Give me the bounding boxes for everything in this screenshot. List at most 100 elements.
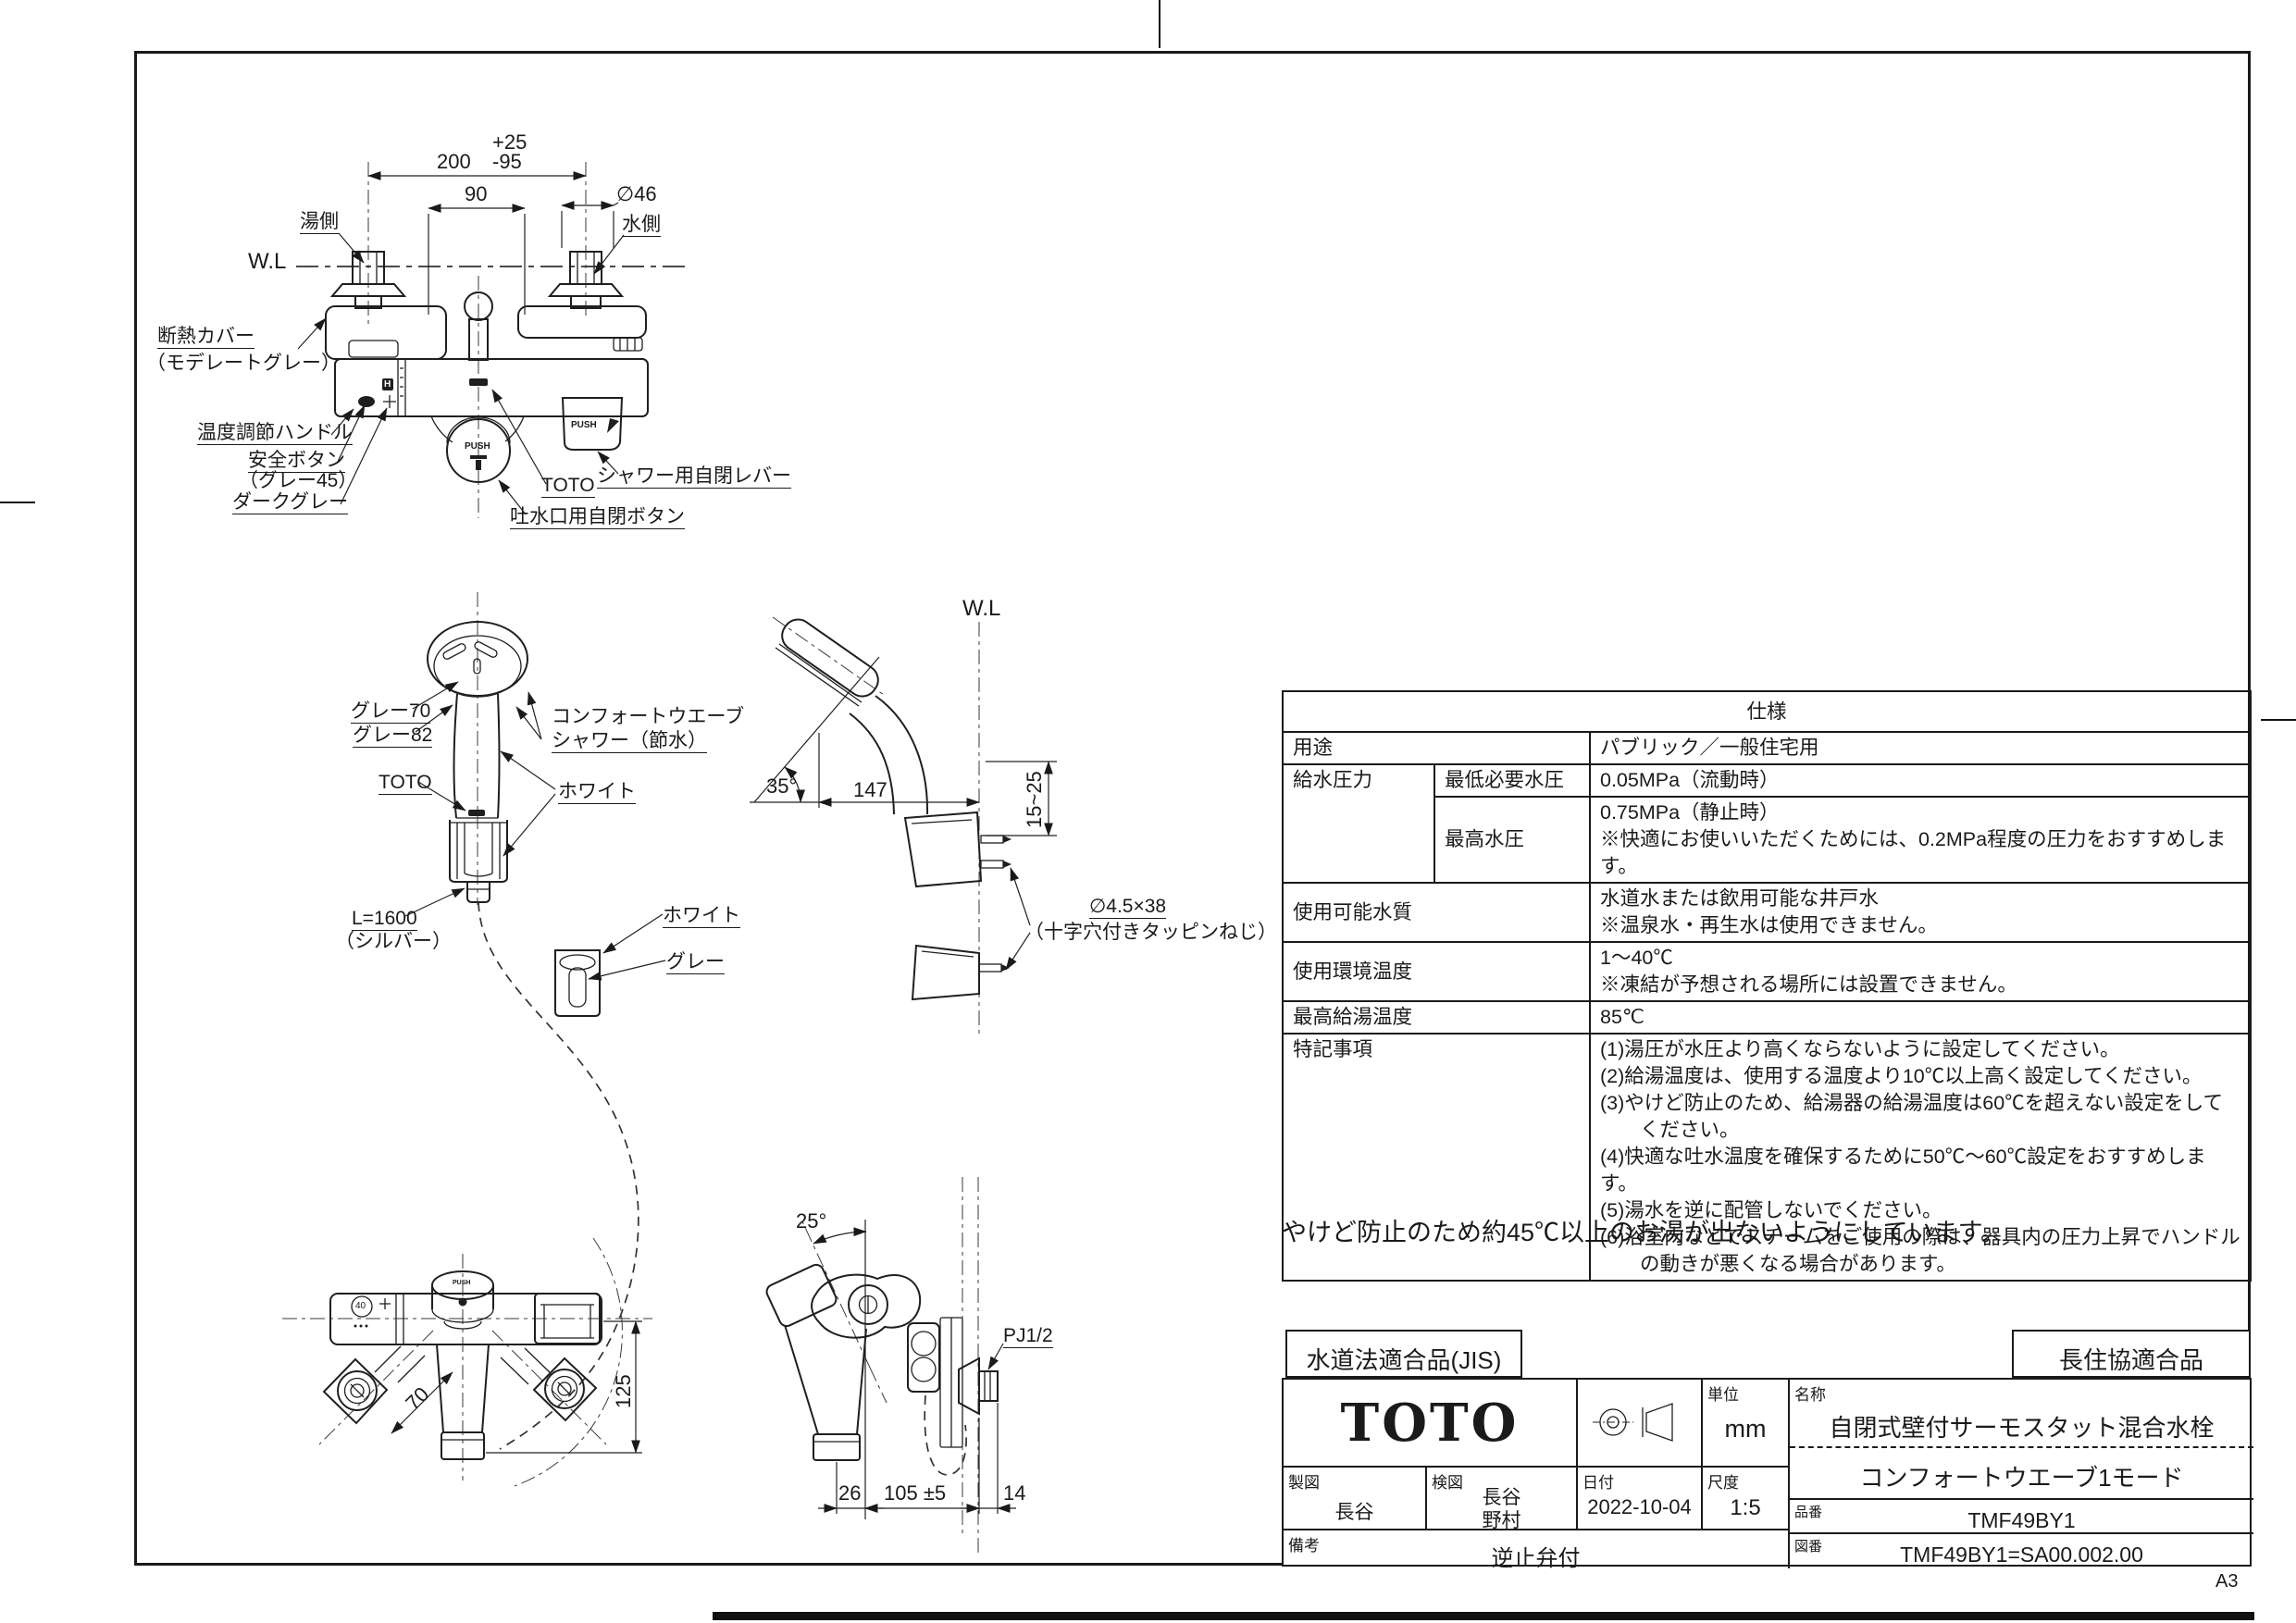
unit-label: 単位 [1707, 1386, 1739, 1404]
top-center-mark [1159, 0, 1160, 48]
dim-25deg: 25° [796, 1209, 827, 1233]
third-angle-projection-icon [1593, 1403, 1673, 1442]
insulation-cover-label: 断熱カバー [157, 326, 254, 350]
drawing-number-label: 図番 [1794, 1539, 1823, 1555]
dim-125: 125 [612, 1374, 635, 1408]
remarks-cell: 備考 逆止弁付 [1284, 1530, 1790, 1571]
note-3b: ください。 [1600, 1119, 1740, 1141]
max-pressure-main: 0.75MPa（静止時） [1600, 801, 1780, 824]
dim-14: 14 [1003, 1481, 1026, 1505]
safety-button-label: 安全ボタン [248, 450, 345, 474]
remarks-value: 逆止弁付 [1491, 1546, 1581, 1571]
sheet-size-label: A3 [2215, 1571, 2239, 1592]
hot-side-label: 湯側 [300, 211, 339, 235]
water-main: 水道水または飲用可能な井戸水 [1600, 887, 1880, 910]
dim-26: 26 [838, 1481, 862, 1505]
checked-value-2: 野村 [1482, 1510, 1521, 1531]
spec-title: 仕様 [1282, 690, 2252, 733]
max-temp-label: 最高給湯温度 [1282, 1000, 1591, 1035]
holder-gray-label: グレー [666, 951, 725, 975]
dim-tol-plus: +25 [492, 130, 527, 154]
dial-40-text: 40 [355, 1301, 366, 1311]
min-pressure-label: 最低必要水圧 [1433, 763, 1591, 798]
max-pressure-label: 最高水圧 [1433, 796, 1591, 884]
scald-prevention-notice: やけど防止のため約45℃以上のお湯が出ないようにしています。 [1282, 1219, 2005, 1246]
shower-toto-label: TOTO [379, 772, 432, 796]
faucet-front-view [296, 162, 689, 518]
comfort-wave-label-2: シャワー（節水） [552, 730, 707, 754]
note-6b: の動きが悪くなる場合があります。 [1600, 1253, 1956, 1275]
name-label: 名称 [1794, 1386, 1826, 1404]
env-temp-note: ※凍結が予想される場所には設置できません。 [1600, 973, 2017, 996]
drawing-number-value: TMF49BY1=SA00.002.00 [1900, 1542, 2143, 1567]
drafted-cell: 製図 長谷 [1284, 1468, 1427, 1530]
holder-white-label: ホワイト [663, 905, 740, 929]
remarks-label: 備考 [1288, 1537, 1320, 1555]
env-temp-main: 1～40℃ [1600, 947, 1673, 969]
scale-cell: 尺度 1:5 [1703, 1468, 1790, 1530]
pressure-label: 給水圧力 [1282, 763, 1435, 884]
title-block: TOTO 単位 mm 製図 長谷 検図 長谷 野村 日付 202 [1282, 1378, 2253, 1571]
push-knob-text: PUSH [453, 1280, 471, 1286]
pj-label: PJ1/2 [1003, 1325, 1053, 1349]
wl-label: W.L [248, 249, 287, 274]
spec-row-max-pressure: 最高水圧 0.75MPa（静止時） ※快適にお使いいただくためには、0.2MPa… [1283, 796, 2252, 884]
note-5: (5)湯水を逆に配管しないでください。 [1600, 1199, 1942, 1221]
water-label: 使用可能水質 [1282, 882, 1591, 943]
spout-button-label: 吐水口用自閉ボタン [510, 506, 685, 530]
chojukyo-badge-text: 長住協適合品 [2058, 1346, 2203, 1374]
env-temp-label: 使用環境温度 [1282, 941, 1591, 1002]
spec-row-min-pressure: 給水圧力 最低必要水圧 0.05MPa（流動時） [1282, 763, 2252, 884]
max-temp-value: 85℃ [1589, 1000, 2252, 1035]
dark-gray-label: ダークグレー [232, 491, 349, 515]
hose-color-label: （シルバー） [335, 931, 452, 952]
date-cell: 日付 2022-10-04 [1578, 1468, 1703, 1530]
spec-row-max-temp: 最高給湯温度 85℃ [1282, 1000, 2252, 1035]
gray70-label: グレー70 [351, 700, 431, 725]
hose-length-label: L=1600 [352, 908, 417, 932]
date-value: 2022-10-04 [1587, 1495, 1692, 1518]
safety-button-color: （グレー45） [239, 470, 358, 491]
drafted-value: 長谷 [1334, 1502, 1374, 1523]
part-number-cell: 品番 TMF49BY1 [1790, 1500, 2253, 1534]
toto-mark-label: TOTO [541, 475, 595, 499]
note-3a: (3)やけど防止のため、給湯器の給湯温度は60℃を超えない設定をして [1600, 1092, 2224, 1114]
name-divider [1790, 1446, 2253, 1448]
spec-row-notes: 特記事項 (1)湯圧が水圧より高くならないように設定してください。 (2)給湯温… [1282, 1033, 2252, 1282]
unit-value: mm [1724, 1415, 1767, 1443]
note-4: (4)快適な吐水温度を確保するために50℃～60℃設定をおすすめします。 [1600, 1146, 2206, 1195]
jis-badge: 水道法適合品(JIS) [1285, 1330, 1522, 1378]
scale-value: 1:5 [1730, 1495, 1761, 1520]
push-lever-text: PUSH [571, 420, 597, 430]
toto-logo: TOTO [1340, 1393, 1520, 1454]
drafted-label: 製図 [1288, 1474, 1320, 1492]
water-value: 水道水または飲用可能な井戸水 ※温泉水・再生水は使用できません。 [1589, 882, 2252, 943]
dim-15-25: 15~25 [1023, 771, 1046, 828]
name-cell: 名称 自閉式壁付サーモスタット混合水栓 コンフォートウエーブ1モード [1790, 1380, 2253, 1500]
dim-105: 105 ±5 [884, 1481, 947, 1505]
env-temp-value: 1～40℃ ※凍結が予想される場所には設置できません。 [1589, 941, 2252, 1002]
chojukyo-badge: 長住協適合品 [2012, 1330, 2251, 1378]
jis-badge-text: 水道法適合品(JIS) [1306, 1346, 1502, 1374]
shower-lever-label: シャワー用自閉レバー [597, 465, 791, 489]
usage-value: パブリック／一般住宅用 [1589, 731, 2252, 765]
left-center-mark [0, 502, 35, 503]
dim-200: 200 [437, 150, 471, 173]
usage-label: 用途 [1282, 731, 1591, 765]
spec-table: 仕様 用途 パブリック／一般住宅用 給水圧力 最低必要水圧 0.05MPa（流動… [1282, 690, 2252, 1282]
toto-logo-cell: TOTO [1284, 1380, 1578, 1468]
checked-value-1: 長谷 [1482, 1487, 1521, 1508]
notes-value: (1)湯圧が水圧より高くならないように設定してください。 (2)給湯温度は、使用… [1589, 1033, 2252, 1282]
projection-symbol-cell [1578, 1380, 1703, 1468]
water-note: ※温泉水・再生水は使用できません。 [1600, 914, 1938, 936]
note-6a: (6)浴室内などでスチームをご使用の際は、器具内の圧力上昇でハンドル [1600, 1226, 2240, 1248]
dim-tol-minus: -95 [492, 150, 522, 173]
hand-shower-side-view [750, 616, 1057, 1036]
faucet-bottom-side-view [765, 1177, 1016, 1555]
dim-35deg: 35° [766, 774, 798, 798]
right-center-mark [2261, 719, 2296, 721]
comfort-wave-label-1: コンフォートウエーブ [552, 706, 745, 727]
white-label: ホワイト [558, 781, 636, 805]
product-name-2: コンフォートウエーブ1モード [1859, 1464, 2184, 1492]
